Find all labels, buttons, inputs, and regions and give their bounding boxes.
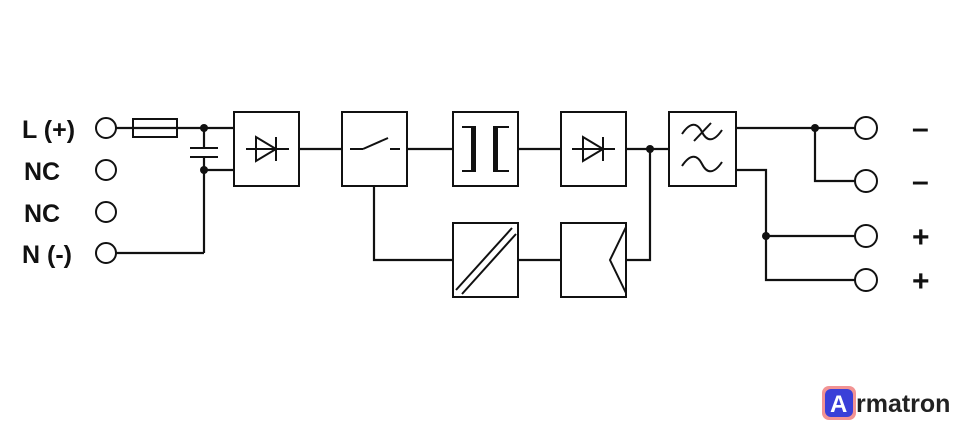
armatron-logo: A rmatron bbox=[822, 386, 950, 420]
output-sign-2: – bbox=[912, 165, 929, 198]
wire-feedback bbox=[626, 149, 652, 262]
terminal-label-l: L (+) bbox=[22, 116, 75, 144]
wire-out-pos-1 bbox=[736, 168, 855, 238]
terminal-label-nc-1: NC bbox=[24, 158, 60, 186]
regulator-block bbox=[560, 222, 627, 298]
capacitor-symbol bbox=[190, 124, 218, 253]
wire-out-pos-2 bbox=[764, 236, 855, 282]
fuse-symbol bbox=[116, 118, 234, 138]
output-terminal-2 bbox=[854, 169, 878, 193]
junction-dot-pos bbox=[762, 232, 770, 240]
input-terminal-nc-2 bbox=[95, 201, 117, 223]
output-sign-1: – bbox=[912, 112, 929, 145]
wire-control bbox=[372, 186, 453, 262]
wire-out-neg-2 bbox=[813, 128, 855, 183]
terminal-label-n: N (-) bbox=[22, 241, 72, 269]
output-rectifier-block bbox=[560, 111, 627, 187]
transformer-block bbox=[452, 111, 519, 187]
output-terminal-1 bbox=[854, 116, 878, 140]
terminal-label-nc-2: NC bbox=[24, 200, 60, 228]
converter-block bbox=[452, 222, 519, 298]
input-terminal-nc-1 bbox=[95, 159, 117, 181]
logo-badge bbox=[825, 389, 853, 417]
rectifier-block bbox=[233, 111, 300, 187]
input-terminal-n bbox=[95, 242, 117, 264]
output-sign-3: + bbox=[912, 221, 930, 254]
output-terminal-4 bbox=[854, 268, 878, 292]
logo-initial: A bbox=[830, 391, 847, 418]
logo-wordmark: rmatron bbox=[856, 390, 950, 418]
junction-dot-neg bbox=[811, 124, 819, 132]
switch-block bbox=[341, 111, 408, 187]
output-terminal-3 bbox=[854, 224, 878, 248]
filter-block bbox=[668, 111, 737, 187]
output-sign-4: + bbox=[912, 265, 930, 298]
input-terminal-l bbox=[95, 117, 117, 139]
